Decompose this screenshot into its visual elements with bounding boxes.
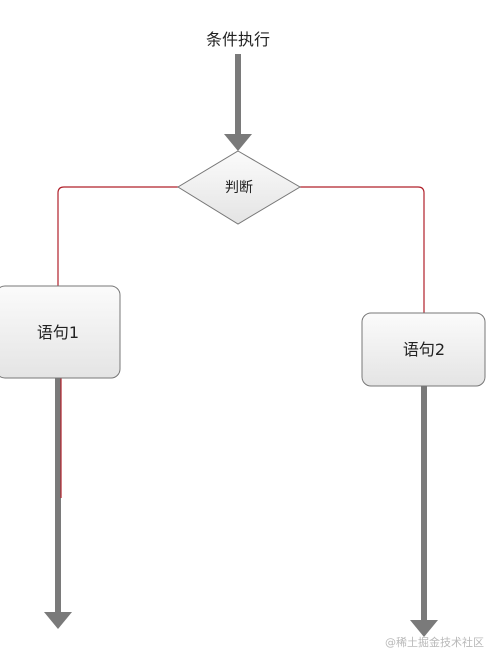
decision-label: 判断	[225, 180, 253, 196]
start-label: 条件执行	[206, 30, 270, 49]
statement2-label: 语句2	[403, 340, 445, 359]
statement2-box[interactable]: 语句2	[361, 312, 486, 387]
arrow-statement1-down	[44, 378, 72, 629]
decision-diamond[interactable]: 判断	[177, 150, 301, 225]
branch-line-left	[57, 186, 178, 286]
arrow-statement2-down	[410, 386, 438, 637]
arrow-start-to-decision	[224, 54, 252, 151]
statement1-box[interactable]: 语句1	[0, 285, 121, 379]
watermark-text: @稀土掘金技术社区	[385, 635, 484, 649]
branch-line-right	[300, 186, 425, 313]
statement1-label: 语句1	[37, 323, 79, 342]
